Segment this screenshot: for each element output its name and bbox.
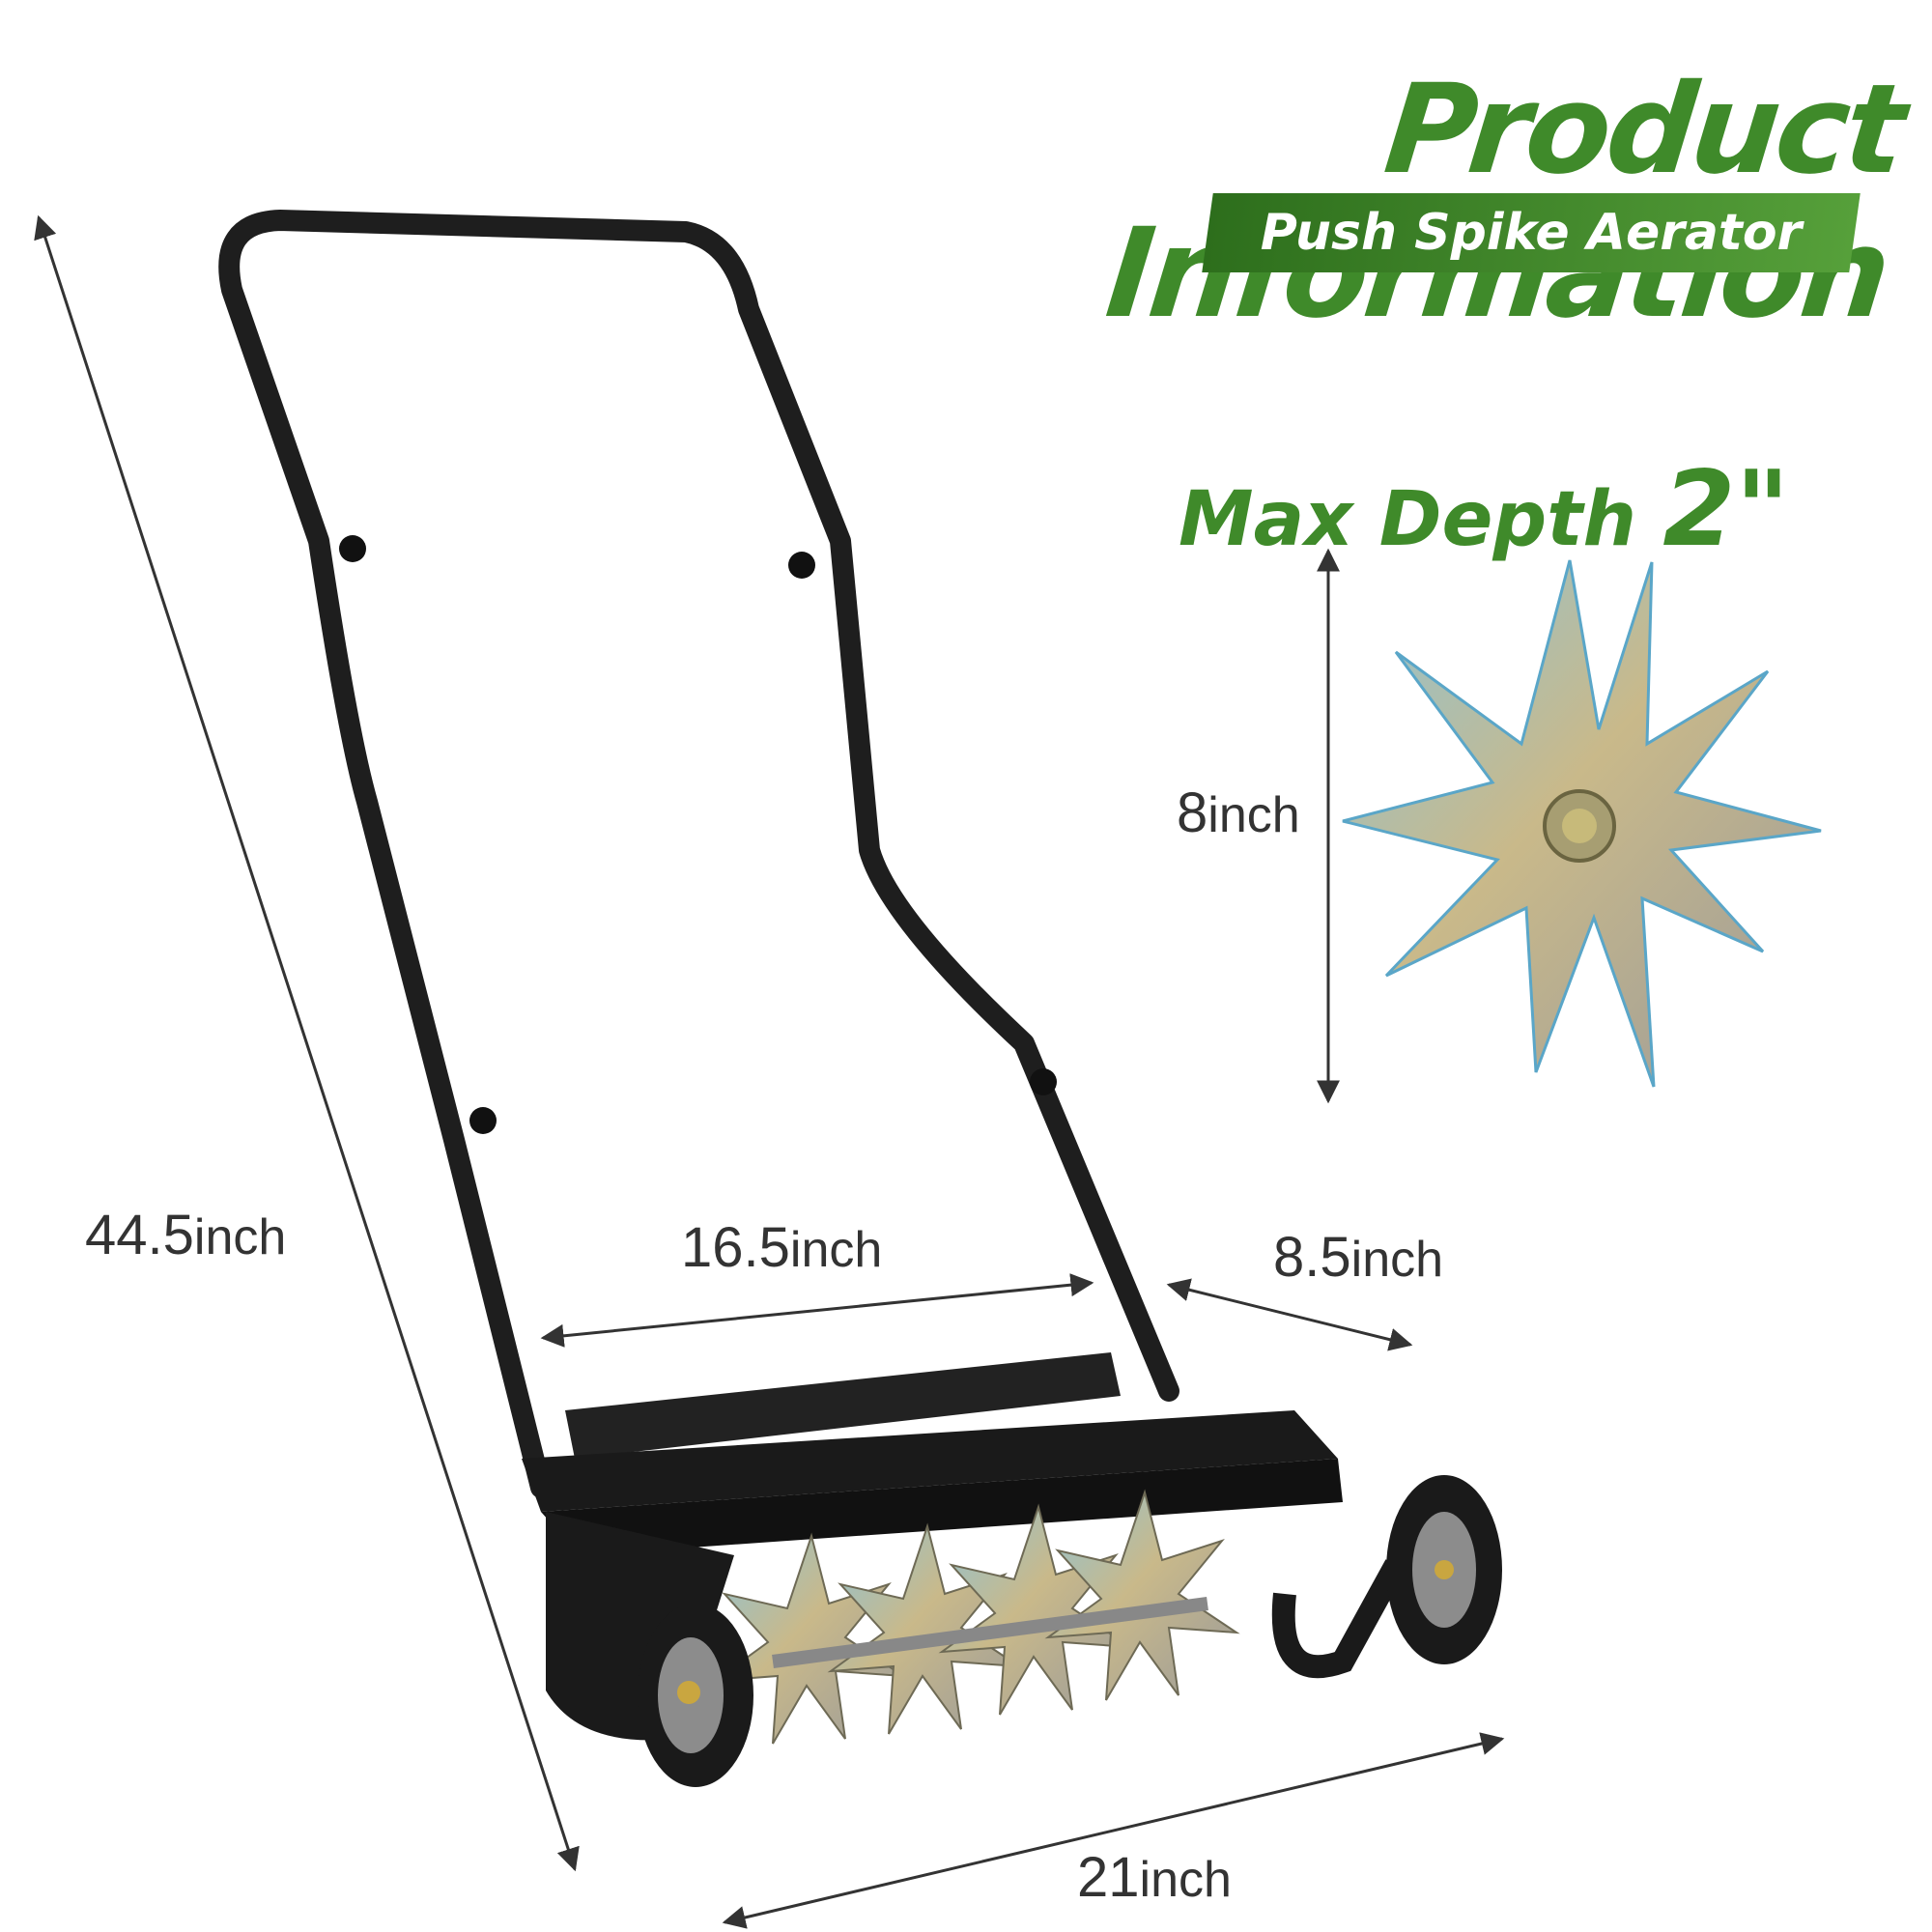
depth-value: 8.5	[1273, 1226, 1351, 1289]
handle-knobs	[339, 535, 1057, 1134]
depth-dimension-arrow	[1166, 1278, 1413, 1351]
spike-diameter-value: 8	[1177, 781, 1208, 844]
overall-width-unit: inch	[1139, 1852, 1232, 1908]
spike-star-detail	[1342, 559, 1822, 1088]
spike-diameter-dimension-label: 8inch	[1177, 781, 1300, 845]
height-dimension-label: 44.5inch	[85, 1203, 286, 1267]
overall-width-dimension-arrow	[722, 1732, 1505, 1929]
inner-width-value: 16.5	[681, 1216, 790, 1279]
max-depth-heading: Max Depth 2"	[1179, 449, 1790, 570]
max-depth-value: 2"	[1662, 449, 1790, 570]
max-depth-label: Max Depth	[1179, 476, 1637, 563]
product-subtitle: Push Spike Aerator	[1260, 204, 1803, 262]
left-wheel	[638, 1604, 753, 1787]
knob-icon	[788, 552, 815, 579]
inner-width-dimension-arrow	[540, 1273, 1094, 1348]
height-unit: inch	[193, 1209, 287, 1265]
knob-icon	[1030, 1068, 1057, 1095]
depth-unit: inch	[1350, 1232, 1444, 1288]
spike-diameter-unit: inch	[1208, 787, 1300, 843]
spike-drum	[711, 1489, 1240, 1745]
height-dimension-arrow	[34, 214, 580, 1872]
inner-width-unit: inch	[789, 1222, 883, 1278]
overall-width-dimension-label: 21inch	[1077, 1845, 1232, 1910]
depth-dimension-label: 8.5inch	[1273, 1225, 1443, 1290]
knob-icon	[469, 1107, 497, 1134]
knob-icon	[339, 535, 366, 562]
right-wheel	[1271, 1475, 1502, 1678]
inner-width-dimension-label: 16.5inch	[681, 1215, 882, 1280]
weight-tray	[522, 1352, 1343, 1741]
overall-width-value: 21	[1077, 1846, 1140, 1909]
handle-frame	[218, 210, 1179, 1498]
height-value: 44.5	[85, 1204, 194, 1266]
